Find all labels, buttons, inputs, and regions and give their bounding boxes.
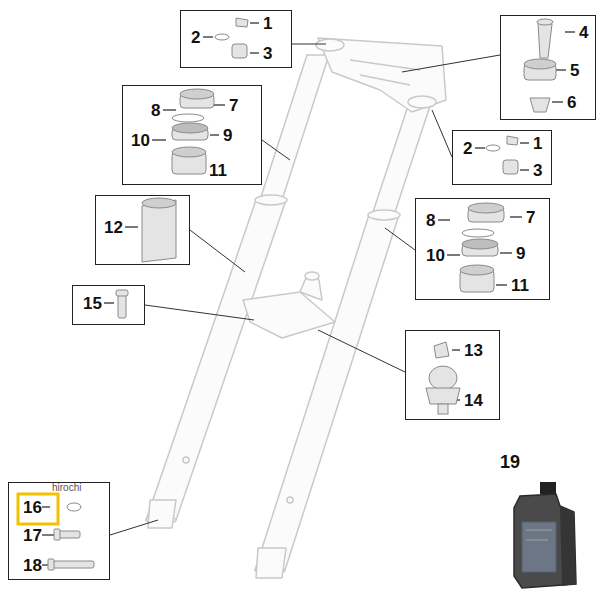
callout-number: 9: [516, 244, 525, 264]
callout-number: 1: [263, 14, 272, 34]
callout-number: 13: [464, 341, 483, 361]
callout-number: 19: [500, 452, 520, 473]
callout-number: 9: [223, 126, 232, 146]
callout-box: 2 1 3: [180, 10, 292, 68]
callout-number: 8: [426, 211, 435, 231]
callout-number: 3: [263, 44, 272, 64]
callout-box: 2 1 3: [452, 130, 552, 185]
callout-number: 7: [526, 208, 535, 228]
callout-box: 12: [95, 195, 190, 265]
callout-number: 1: [533, 134, 542, 154]
callout-number: 6: [567, 93, 576, 113]
callout-number: 12: [104, 218, 123, 238]
callout-number: 7: [229, 96, 238, 116]
callout-box: 16 17 18: [8, 482, 110, 580]
callout-number: 11: [511, 276, 529, 296]
callout-number: 18: [23, 556, 42, 576]
callout-number: 10: [131, 131, 150, 151]
callout-number: 8: [151, 101, 160, 121]
callout-number: 3: [533, 161, 542, 181]
callout-box: 15: [72, 285, 145, 325]
callout-number: 14: [464, 391, 483, 411]
callout-number: 2: [463, 139, 472, 159]
callout-number: 5: [570, 61, 579, 81]
callout-number: 16: [23, 498, 42, 518]
callout-box: 8 7 10 9 11: [122, 85, 262, 185]
callout-number: 11: [209, 161, 227, 181]
callout-number: 10: [426, 246, 445, 266]
callout-number: 15: [83, 294, 102, 314]
callout-number: 17: [23, 526, 42, 546]
callout-box: 8 7 10 9 11: [415, 198, 550, 300]
callout-number: 4: [579, 23, 588, 43]
callout-box: 45 6: [500, 15, 596, 120]
callout-box: 13 14: [405, 330, 500, 420]
watermark: hirochi: [52, 482, 81, 493]
callout-number: 2: [191, 28, 200, 48]
